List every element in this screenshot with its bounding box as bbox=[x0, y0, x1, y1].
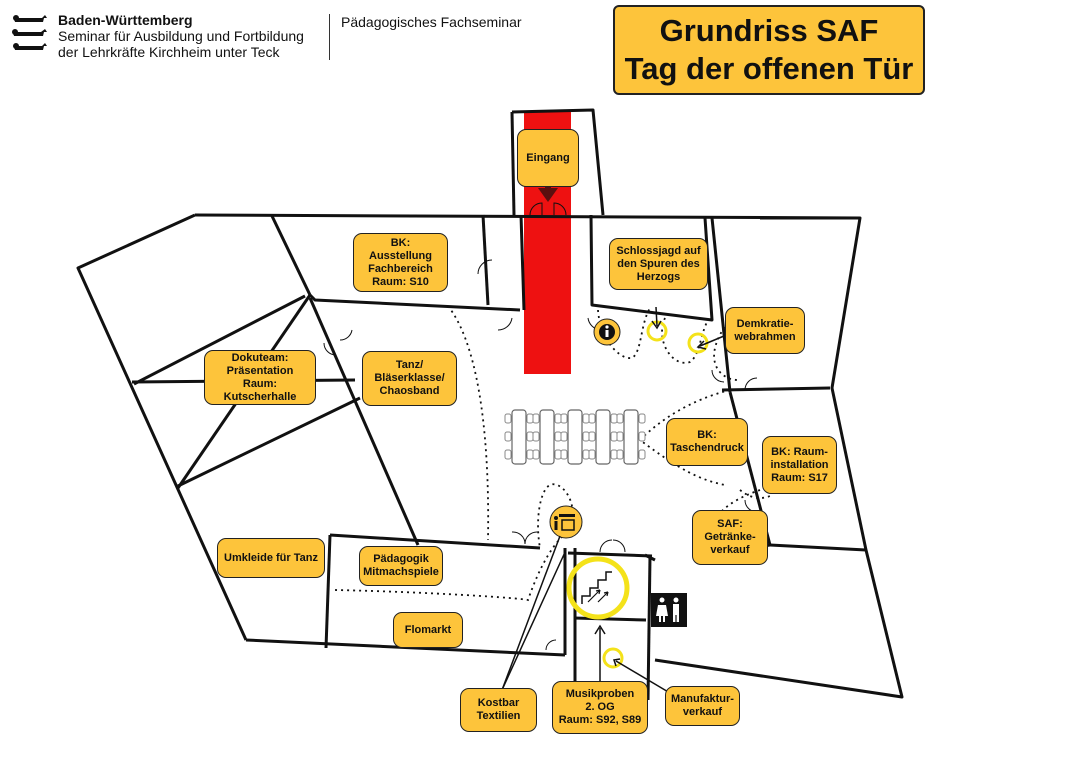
label-line: SAF: bbox=[717, 518, 743, 530]
location-marker-manufaktur bbox=[602, 647, 624, 669]
label-line: Demkratie- bbox=[736, 317, 794, 330]
department-name: Pädagogisches Fachseminar bbox=[341, 14, 522, 30]
table-group bbox=[504, 409, 646, 465]
label-umkleide: Umkleide für Tanz bbox=[217, 538, 325, 578]
org-line-1: Seminar für Ausbildung und Fortbildung bbox=[58, 28, 304, 44]
label-line: Kostbar bbox=[477, 697, 520, 709]
label-line: Bläserklasse/ bbox=[374, 372, 445, 384]
label-bk-taschendruck: BK: Taschendruck bbox=[666, 418, 748, 466]
label-line: Raum: S17 bbox=[771, 471, 828, 484]
label-line: Pädagogik bbox=[373, 553, 429, 565]
page-title-line-1: Grundriss SAF bbox=[659, 13, 879, 48]
label-line: Raum: S10 bbox=[372, 275, 429, 288]
label-bk-ausstellung: BK: Ausstellung Fachbereich Raum: S10 bbox=[353, 233, 448, 292]
toilet-icon bbox=[651, 593, 687, 627]
label-line: Tanz/ bbox=[395, 359, 424, 371]
label-line: Manufaktur- bbox=[671, 693, 734, 705]
pointer-arrows bbox=[501, 306, 725, 694]
page-title-line-2: Tag der offenen Tür bbox=[624, 51, 914, 86]
label-saf-getraenke: SAF: Getränke- verkauf bbox=[692, 510, 768, 565]
label-line: Raum: Kutscherhalle bbox=[223, 377, 297, 403]
label-line: Dokuteam: bbox=[231, 351, 289, 364]
header-divider bbox=[329, 14, 330, 60]
doors bbox=[323, 202, 758, 651]
label-line: Ausstellung bbox=[369, 249, 432, 262]
label-schlossjagd: Schlossjagd auf den Spuren des Herzogs bbox=[609, 238, 708, 290]
label-dokuteam: Dokuteam: Präsentation Raum: Kutscherhal… bbox=[204, 350, 316, 405]
label-line: Raum: S92, S89 bbox=[558, 714, 642, 726]
label-line: Umkleide für Tanz bbox=[224, 551, 318, 564]
label-line: Schlossjagd auf bbox=[616, 244, 701, 257]
label-line: BK: Raum- bbox=[771, 445, 828, 458]
label-musikproben: Musikproben 2. OG Raum: S92, S89 bbox=[552, 681, 648, 734]
label-eingang-line: Eingang bbox=[526, 151, 570, 164]
label-line: Textilien bbox=[476, 710, 521, 722]
label-line: den Spuren des bbox=[617, 257, 700, 270]
label-line: Chaosband bbox=[379, 385, 440, 397]
label-paedagogik: Pädagogik Mitmachspiele bbox=[359, 546, 443, 586]
label-line: Präsentation bbox=[226, 364, 294, 377]
stairs-icon bbox=[566, 556, 630, 620]
label-demokratie: Demkratie- webrahmen bbox=[725, 307, 805, 354]
label-line: Herzogs bbox=[636, 270, 681, 283]
label-manufaktur: Manufaktur- verkauf bbox=[665, 686, 740, 726]
label-tanz: Tanz/ Bläserklasse/ Chaosband bbox=[362, 351, 457, 406]
label-line: verkauf bbox=[682, 706, 723, 718]
label-line: BK: bbox=[390, 236, 411, 249]
label-line: Getränke- bbox=[704, 531, 756, 543]
label-eingang: Eingang bbox=[517, 129, 579, 187]
label-line: installation bbox=[770, 458, 829, 471]
org-line-2: der Lehrkräfte Kirchheim unter Teck bbox=[58, 44, 280, 60]
label-kostbar: Kostbar Textilien bbox=[460, 688, 537, 732]
label-line: verkauf bbox=[710, 544, 750, 556]
label-bk-raum: BK: Raum- installation Raum: S17 bbox=[762, 436, 837, 494]
walls bbox=[76, 108, 904, 702]
organization-block: Baden-Württemberg Seminar für Ausbildung… bbox=[58, 12, 304, 60]
lion-crest-icon bbox=[12, 15, 47, 50]
label-line: Mitmachspiele bbox=[363, 566, 439, 578]
page-title-box: Grundriss SAF Tag der offenen Tür bbox=[613, 5, 925, 95]
label-line: BK: bbox=[697, 429, 717, 441]
label-line: Taschendruck bbox=[670, 442, 744, 454]
org-name: Baden-Württemberg bbox=[58, 12, 193, 28]
label-line: Fachbereich bbox=[368, 262, 433, 275]
info-icon bbox=[593, 318, 621, 346]
label-flomarkt: Flomarkt bbox=[393, 612, 463, 648]
label-line: Flomarkt bbox=[404, 623, 452, 636]
label-line: Musikproben bbox=[565, 688, 635, 700]
label-line: webrahmen bbox=[734, 330, 796, 343]
label-line: 2. OG bbox=[585, 701, 615, 713]
kiosk-icon bbox=[549, 505, 583, 539]
